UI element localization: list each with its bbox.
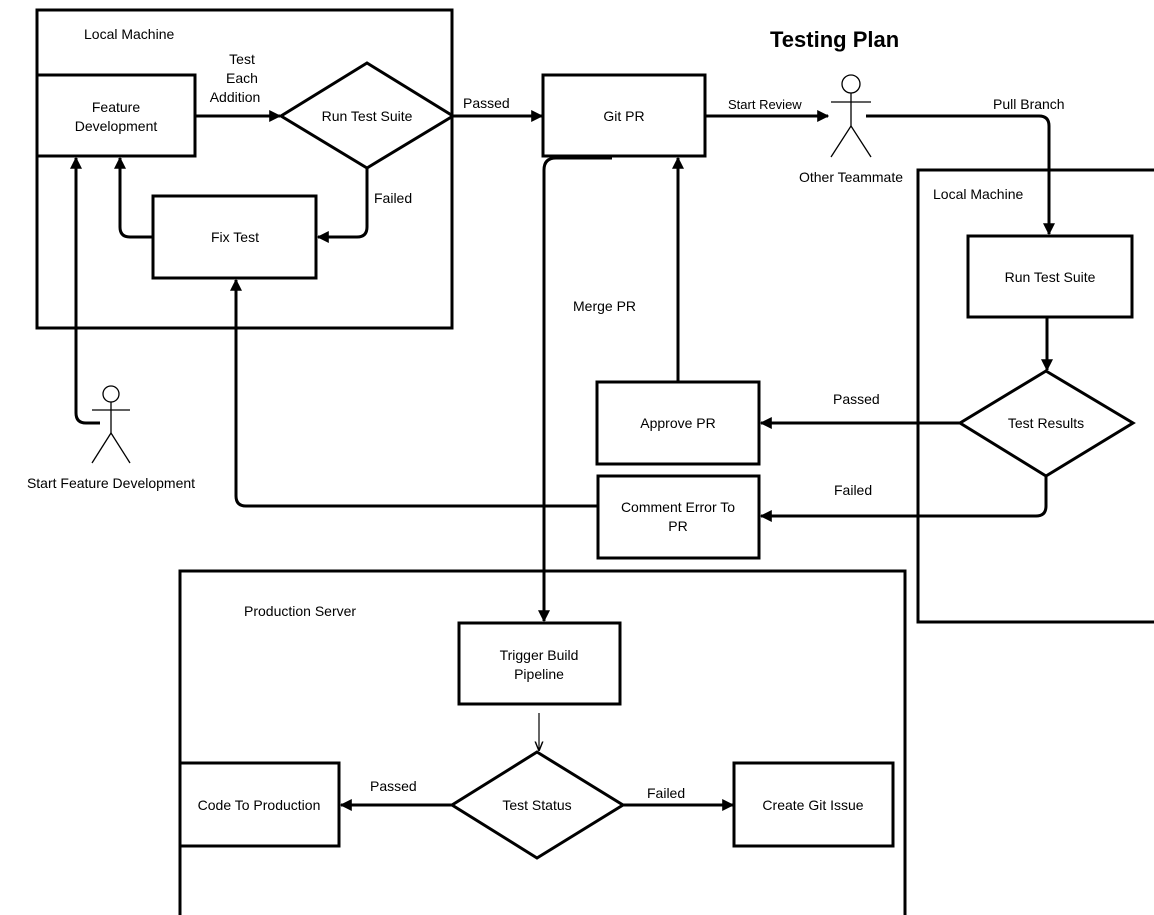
fix-test-label: Fix Test: [211, 229, 259, 245]
feature-development-label-1: Feature: [92, 99, 140, 115]
edges: [70, 110, 1055, 811]
local-machine-review-label: Local Machine: [933, 186, 1023, 202]
test-results-label: Test Results: [1008, 415, 1084, 431]
local-machine-dev-label: Local Machine: [84, 26, 174, 42]
node-create-git-issue: Create Git Issue: [732, 761, 895, 848]
edge-git-pr-to-trigger-build: [538, 156, 612, 623]
feature-development-label-2: Development: [75, 118, 158, 134]
run-test-suite-review-label: Run Test Suite: [1005, 269, 1096, 285]
merge-pr-label: Merge PR: [573, 298, 636, 314]
actor-other-teammate: Other Teammate: [799, 74, 903, 185]
comment-error-label-2: PR: [668, 518, 687, 534]
node-fix-test: Fix Test: [151, 194, 318, 280]
pull-branch-label: Pull Branch: [993, 96, 1065, 112]
node-trigger-build: Trigger Build Pipeline: [457, 621, 622, 706]
start-review-label: Start Review: [728, 97, 802, 112]
node-test-status: Test Status: [449, 750, 626, 860]
status-failed-label: Failed: [647, 785, 685, 801]
person-icon: [830, 74, 872, 158]
node-run-test-suite-review: Run Test Suite: [966, 234, 1134, 319]
local-machine-review-container: Local Machine: [916, 168, 1154, 624]
actor-start-feature-development: Start Feature Development: [27, 385, 195, 491]
test-each-addition-label-1: Test: [229, 51, 255, 67]
test-each-addition-label-2: Each: [226, 70, 258, 86]
node-comment-error: Comment Error To PR: [596, 474, 761, 560]
production-server-label: Production Server: [244, 603, 356, 619]
comment-error-label-1: Comment Error To: [621, 499, 735, 515]
failed-to-fix-label: Failed: [374, 190, 412, 206]
other-teammate-label: Other Teammate: [799, 169, 903, 185]
node-test-results: Test Results: [957, 369, 1136, 478]
node-code-to-production: Code To Production: [178, 761, 341, 848]
trigger-build-label-1: Trigger Build: [500, 647, 579, 663]
results-passed-label: Passed: [833, 391, 880, 407]
git-pr-label: Git PR: [603, 108, 644, 124]
code-to-production-label: Code To Production: [198, 797, 321, 813]
node-git-pr: Git PR: [541, 73, 707, 158]
edge-teammate-to-review-tests: [866, 114, 1055, 236]
edge-run-tests-to-fix-test: [316, 168, 369, 243]
run-test-suite-dev-label: Run Test Suite: [322, 108, 413, 124]
approve-pr-label: Approve PR: [640, 415, 715, 431]
edge-comment-to-fix-test: [230, 278, 598, 508]
node-run-test-suite-dev: Run Test Suite: [278, 61, 456, 170]
test-each-addition-label-3: Addition: [210, 89, 261, 105]
status-passed-label: Passed: [370, 778, 417, 794]
person-icon: [91, 385, 131, 464]
results-failed-label: Failed: [834, 482, 872, 498]
edge-labels: Test Each Addition Passed Failed Start R…: [210, 51, 1065, 801]
passed-to-pr-label: Passed: [463, 95, 510, 111]
edge-results-to-comment: [759, 476, 1048, 522]
trigger-build-label-2: Pipeline: [514, 666, 564, 682]
node-feature-development: Feature Development: [35, 73, 197, 158]
start-feature-development-label: Start Feature Development: [27, 475, 195, 491]
diagram-title: Testing Plan: [770, 27, 899, 52]
test-status-label: Test Status: [502, 797, 571, 813]
edge-fix-test-to-feature: [114, 156, 153, 239]
local-machine-dev-container: Local Machine: [35, 8, 454, 330]
edge-actor-to-feature: [70, 156, 100, 425]
node-approve-pr: Approve PR: [595, 380, 761, 466]
create-git-issue-label: Create Git Issue: [762, 797, 863, 813]
